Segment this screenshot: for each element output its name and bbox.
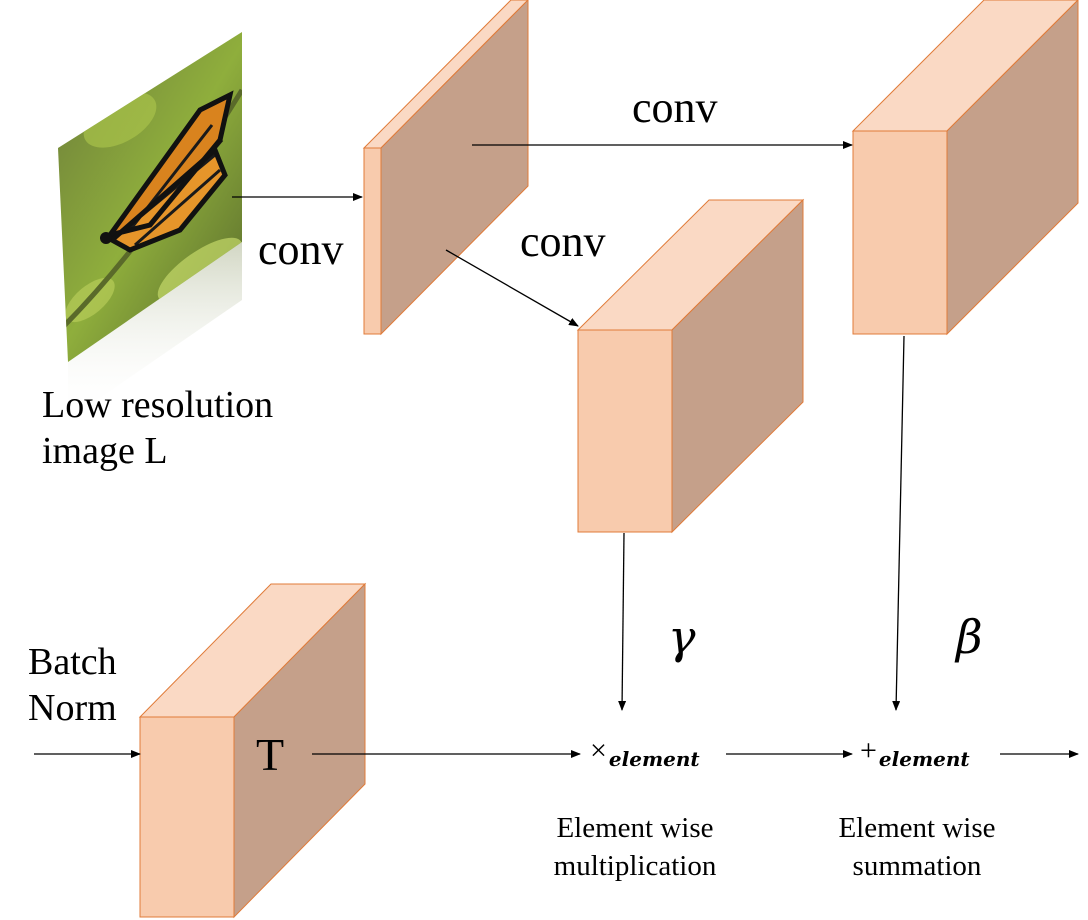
sum-subscript: element <box>878 747 970 771</box>
beta-label: β <box>956 610 983 664</box>
block-front-face <box>139 716 235 918</box>
t-block-label: T <box>256 729 285 780</box>
arrow-gamma-down <box>618 532 627 711</box>
butterfly-wing <box>110 95 230 235</box>
mult-caption: Element wise multiplication <box>530 810 740 885</box>
input-caption-line1: Low resolution <box>42 384 274 426</box>
arrow-conv-to-gamma-block <box>445 249 579 327</box>
gamma-label: γ <box>668 610 696 664</box>
batch-norm-line2: Norm <box>28 686 117 729</box>
sum-symbol: + <box>860 734 877 767</box>
block-front-face <box>363 147 382 335</box>
batch-norm-label: Batch Norm <box>28 640 117 731</box>
beta-feature-block <box>851 0 1079 336</box>
t-feature-block <box>138 582 367 919</box>
conv-label-left: conv <box>258 225 344 274</box>
block-front-face <box>577 329 673 533</box>
input-image <box>58 32 242 420</box>
sum-caption-line2: summation <box>852 849 982 882</box>
mult-caption-line1: Element wise <box>556 812 714 844</box>
mult-caption-line2: multiplication <box>553 849 717 882</box>
mult-subscript: element <box>608 747 700 771</box>
conv-label-top: conv <box>632 83 718 132</box>
conv-label-middle: conv <box>520 217 606 266</box>
batch-norm-line1: Batch <box>28 641 117 683</box>
sum-caption: Element wise summation <box>812 810 1022 885</box>
input-caption-line2: image L <box>42 429 168 472</box>
mult-symbol: × <box>590 734 607 767</box>
element-mult-operator: ×element <box>590 734 700 771</box>
input-image-caption: Low resolution image L <box>42 383 273 474</box>
feature-blocks <box>138 0 1079 919</box>
arrow-beta-down <box>892 335 905 711</box>
gamma-feature-block <box>576 198 805 534</box>
sum-caption-line1: Element wise <box>838 812 996 844</box>
conv-feature-block <box>362 0 529 336</box>
butterfly-body <box>100 232 112 244</box>
block-front-face <box>852 130 948 335</box>
element-sum-operator: +element <box>860 734 970 771</box>
image-reflection <box>68 242 242 420</box>
arrows <box>34 141 1079 758</box>
